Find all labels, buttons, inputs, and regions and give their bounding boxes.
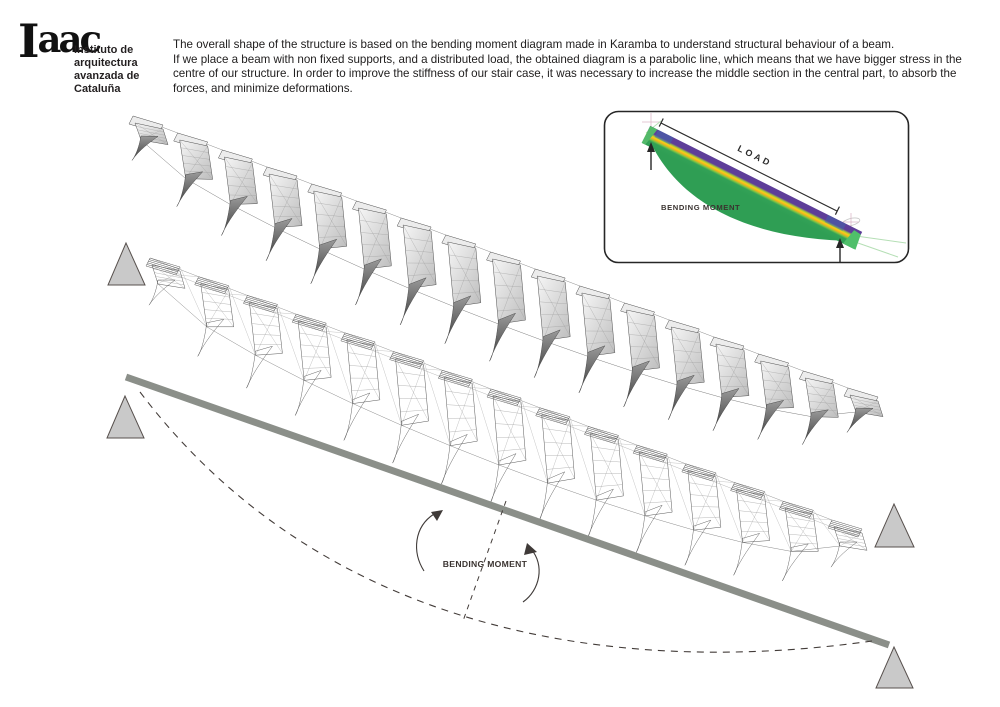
stair-module (530, 268, 571, 378)
stair-module (307, 183, 348, 284)
stair-module (778, 500, 819, 582)
wordmark-initial: I (18, 14, 39, 68)
stair-module (291, 313, 332, 416)
stair-module (620, 302, 660, 408)
subtitle-line: avanzada de (74, 70, 140, 82)
stair-module (441, 234, 482, 344)
midspan-dashed-line (462, 500, 507, 622)
subtitle-line: Instituto de (74, 44, 134, 56)
iaac-logo: Iaac (18, 17, 103, 64)
stair-module (173, 132, 213, 207)
reaction-arrow-right (836, 238, 844, 263)
stair-module (352, 200, 392, 306)
moment-arrow-right (522, 543, 540, 603)
stair-module (709, 336, 750, 431)
stair-module (681, 463, 722, 566)
karamba-beam (641, 125, 863, 250)
stair-module (843, 387, 884, 433)
support-triangle-mid-right (874, 502, 915, 548)
subtitle-line: arquitectura (74, 57, 138, 69)
stair-module (486, 388, 527, 504)
stair-module (730, 482, 770, 576)
stair-module (218, 149, 258, 236)
stair-module (575, 285, 616, 394)
iaac-wordmark: Iaac (18, 17, 103, 64)
support-triangle-beam-right (875, 645, 914, 689)
stair-module (396, 217, 437, 326)
iaac-subtitle: Instituto de arquitectura avanzada de Ca… (74, 44, 184, 96)
karamba-inset (603, 110, 910, 264)
stair-module (486, 251, 526, 362)
stair-module (340, 332, 381, 441)
beam-line (124, 373, 891, 649)
load-dimension-line (658, 118, 840, 215)
support-triangle-beam-left (106, 394, 145, 439)
inset-bending-moment-label: BENDING MOMENT (661, 203, 741, 212)
stair-structure-shaded (128, 115, 884, 445)
wordmark-rest: aac (37, 17, 103, 61)
stair-module (262, 166, 303, 261)
support-triangle-top-left (107, 241, 146, 286)
moment-arrow-left (416, 510, 443, 572)
stair-structures (128, 115, 884, 582)
stair-module (145, 257, 186, 306)
stair-module (632, 444, 673, 553)
beam-bending-moment-label: BENDING MOMENT (442, 559, 528, 569)
stair-module (798, 370, 839, 445)
stair-module (827, 519, 868, 568)
stair-module (754, 353, 794, 440)
stair-module (389, 351, 429, 464)
stair-module (437, 369, 478, 485)
stair-module (664, 319, 705, 420)
stair-module (243, 295, 283, 389)
stair-module (584, 426, 624, 539)
reaction-arrow-left (647, 142, 655, 170)
intro-paragraph: The overall shape of the structure is ba… (173, 38, 962, 95)
stair-module (128, 115, 169, 161)
stair-module (194, 276, 235, 357)
stair-module (535, 407, 575, 522)
stair-structure-wireframe (145, 257, 868, 582)
subtitle-line: Cataluña (74, 83, 121, 95)
